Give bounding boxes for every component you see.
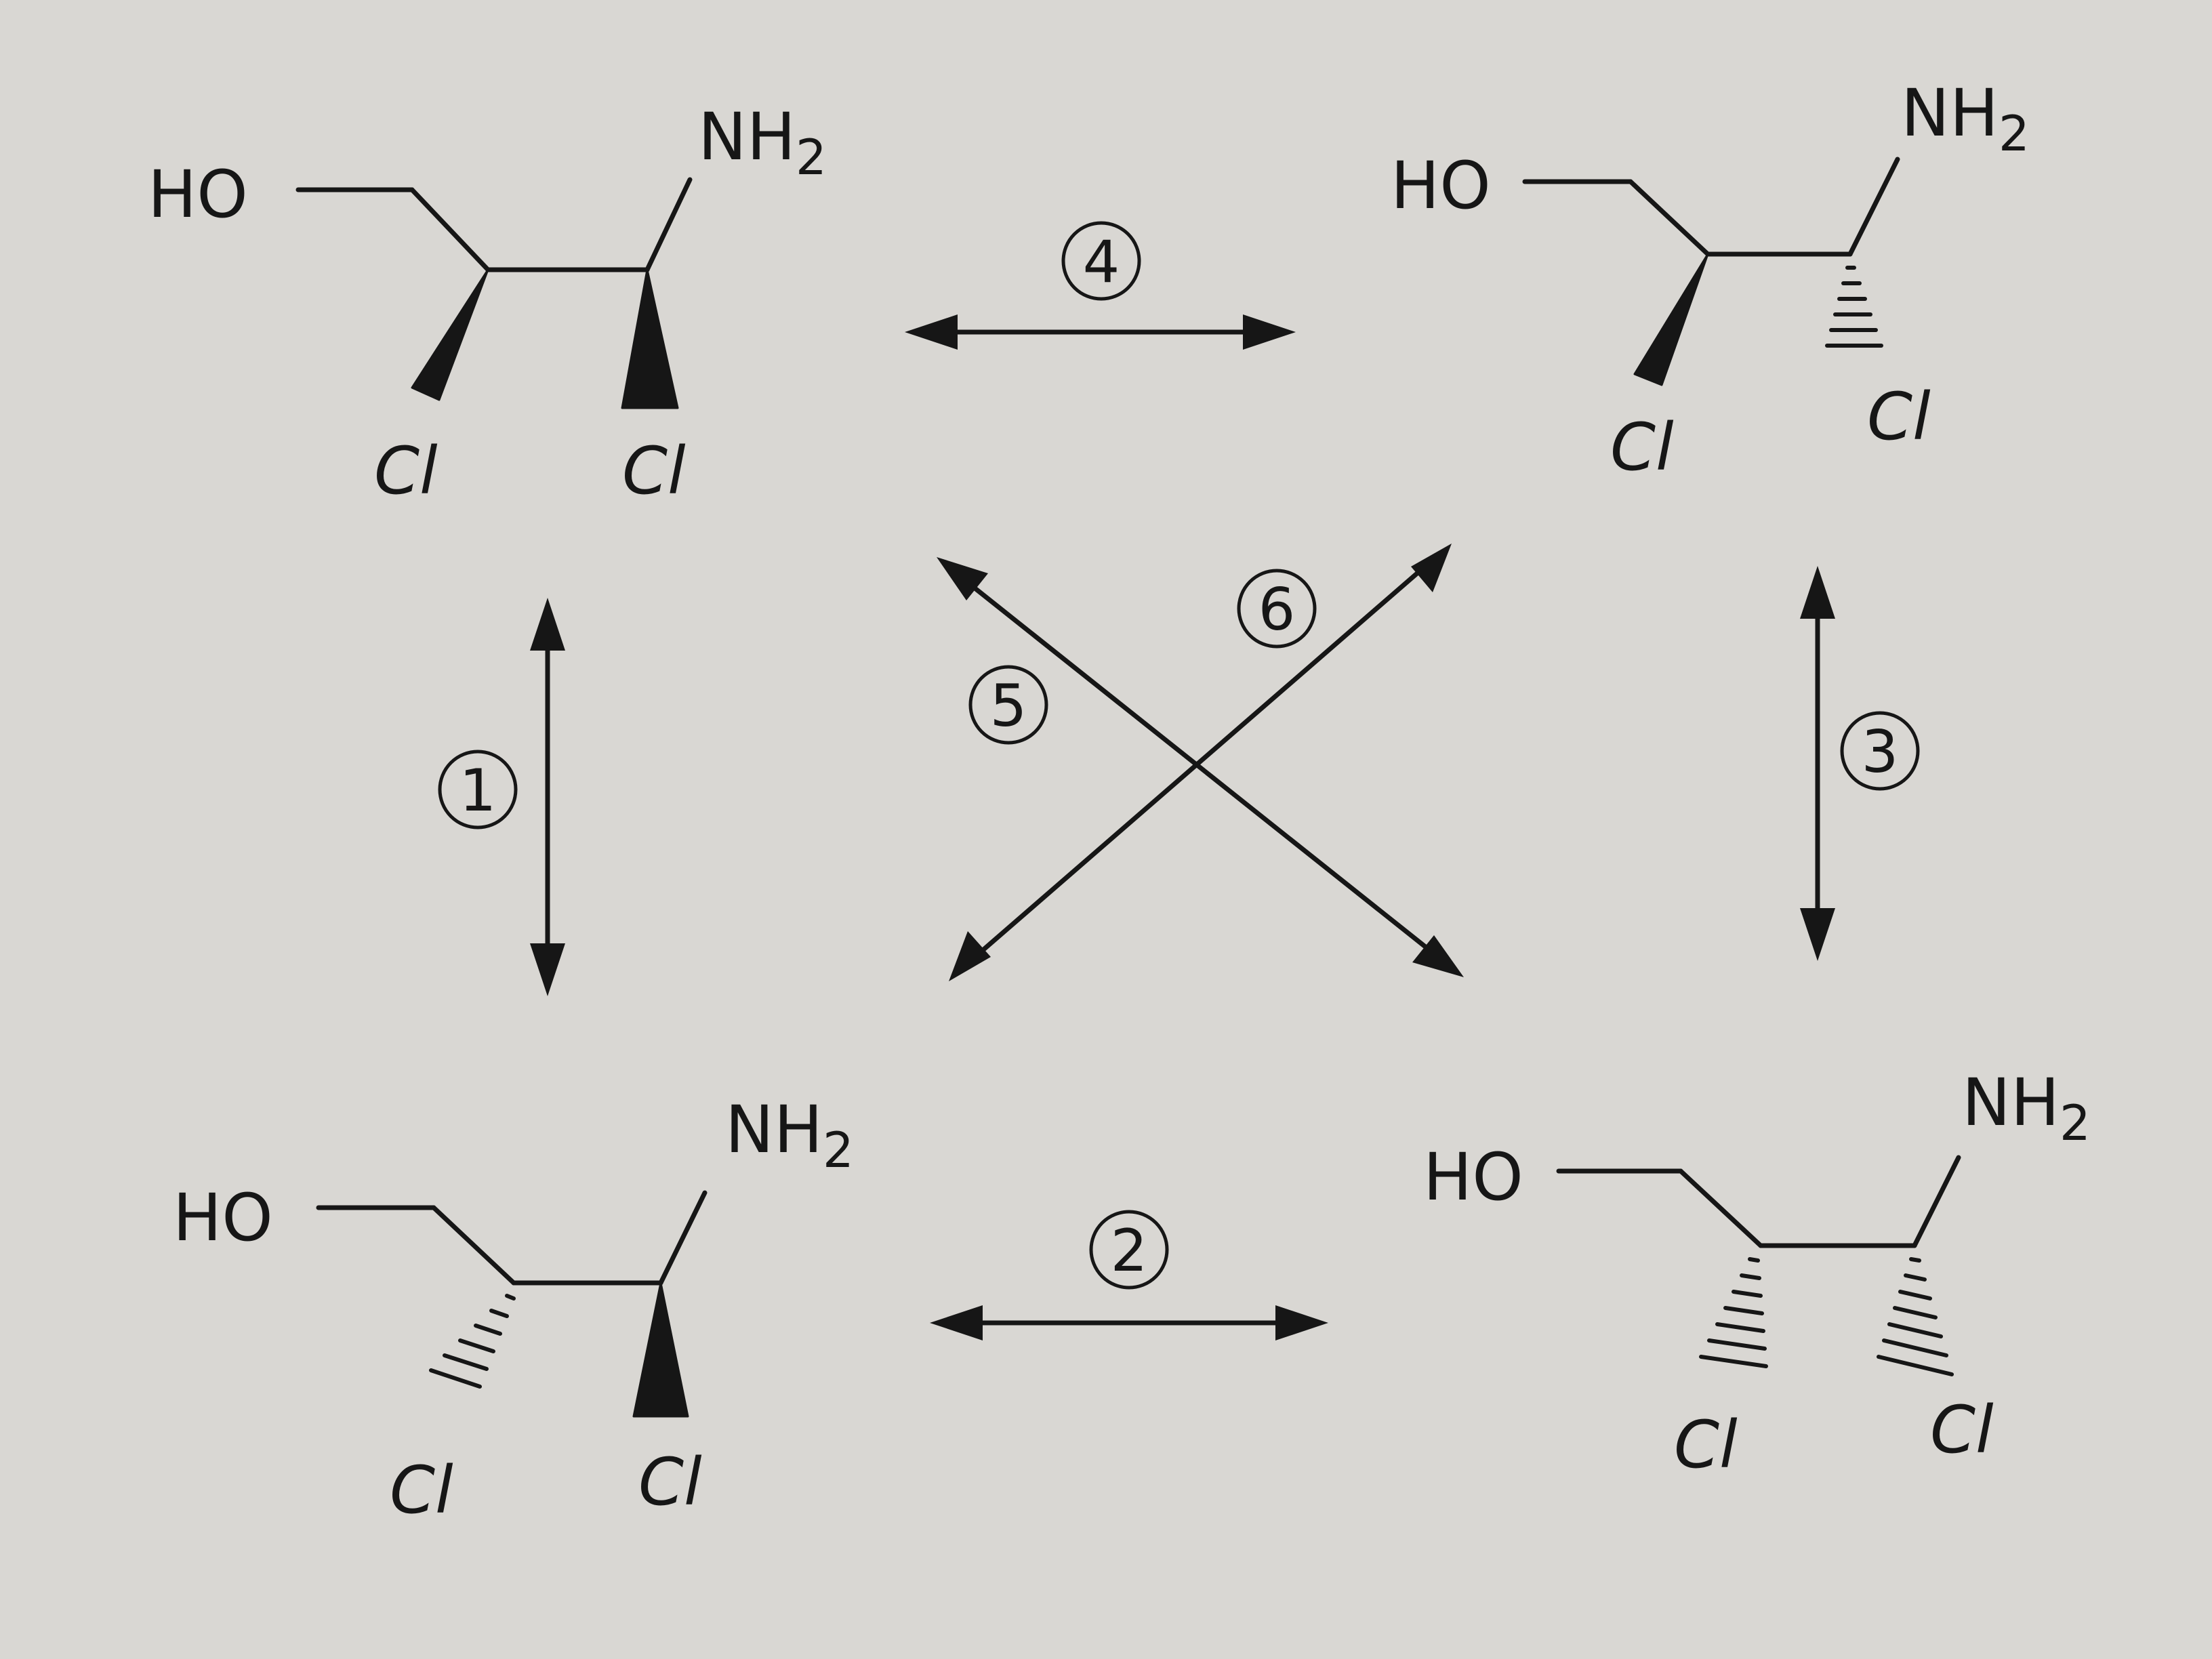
relation-arrow-1 [530,598,565,996]
bond [1847,157,1900,257]
chlorine-label: Cl [1610,409,1674,485]
hash-bond [1825,266,1883,348]
svg-text:5: 5 [990,672,1027,740]
relation-label-4: 4 [1061,221,1141,301]
bond [409,187,491,272]
chlorine-label: Cl [638,1444,702,1520]
amine-label: NH2 [725,1092,854,1179]
relation-arrow-2 [930,1305,1328,1340]
hash-bond [1877,1257,1954,1376]
wedge-bond [411,268,489,401]
bond [1678,1168,1763,1248]
amine-label: NH2 [1962,1065,2091,1151]
chlorine-label: Cl [390,1452,453,1528]
svg-text:3: 3 [1862,718,1899,786]
relation-arrow-5 [937,557,1464,977]
bond [1628,179,1711,257]
svg-text:2: 2 [1111,1217,1148,1285]
hydroxyl-label: HO [148,157,248,232]
svg-text:6: 6 [1258,576,1296,644]
relation-label-2: 2 [1089,1210,1169,1290]
molecule-top-left: HO NH2 Cl Cl [148,99,827,509]
bond [431,1205,516,1286]
hash-bond [429,1294,516,1389]
relation-label-5: 5 [968,665,1048,745]
relation-arrow-4 [905,314,1296,350]
chlorine-label: Cl [1674,1407,1738,1483]
chlorine-label: Cl [374,433,438,509]
hydroxyl-label: HO [1423,1139,1523,1215]
hash-bond [1699,1257,1768,1368]
svg-text:1: 1 [459,757,497,825]
molecule-bottom-left: HO NH2 Cl Cl [173,1092,854,1528]
hydroxyl-label: HO [173,1180,273,1256]
chlorine-label: Cl [1867,379,1931,455]
relation-arrow-6 [949,544,1452,981]
molecule-top-right: HO NH2 Cl Cl [1391,75,2030,485]
wedge-bond [621,268,679,409]
amine-label: NH2 [698,99,827,186]
bond [644,177,693,272]
chlorine-label: Cl [622,433,686,509]
hydroxyl-label: HO [1391,148,1491,224]
svg-text:4: 4 [1083,228,1120,296]
amine-label: NH2 [1901,75,2030,162]
wedge-bond [1633,253,1709,386]
relation-label-3: 3 [1840,711,1920,791]
chlorine-label: Cl [1930,1392,1994,1468]
bond [1912,1155,1961,1248]
relation-arrow-3 [1800,566,1835,961]
relation-label-1: 1 [438,750,518,830]
molecule-bottom-right: HO NH2 Cl Cl [1423,1065,2091,1483]
relation-label-6: 6 [1237,569,1317,649]
wedge-bond [632,1282,689,1418]
bond [658,1190,708,1286]
